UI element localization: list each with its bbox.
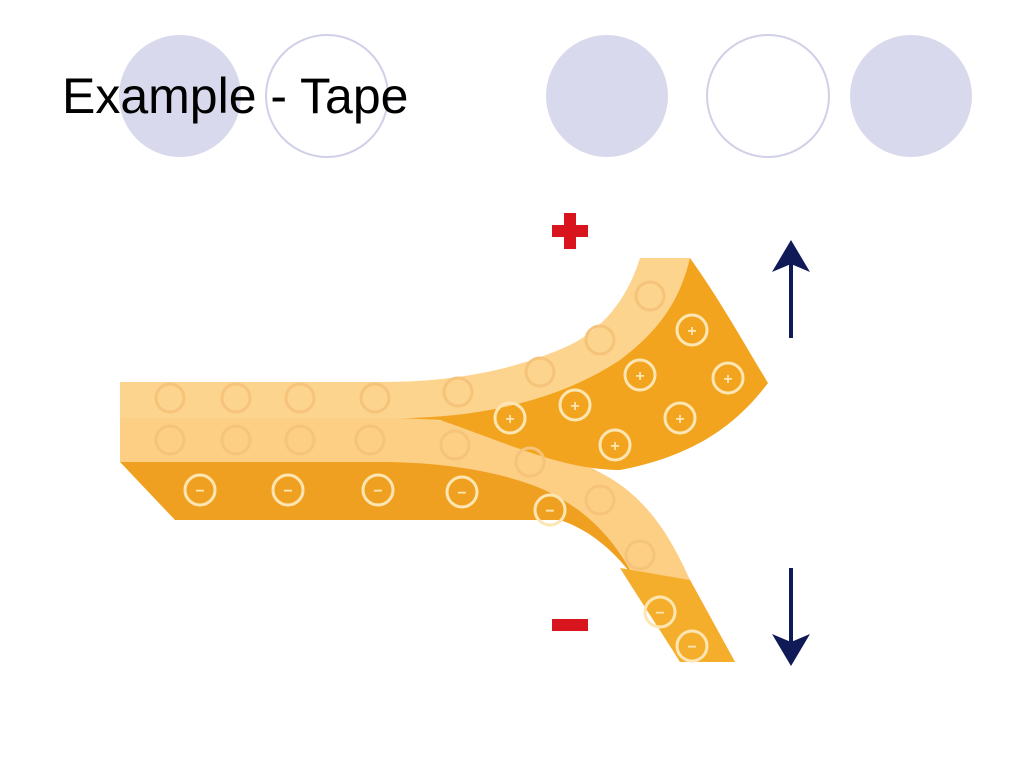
svg-text:−: − — [373, 483, 382, 500]
positive-sign-icon — [552, 213, 588, 249]
upper-tape-charges-dark — [493, 313, 745, 462]
decorative-circles — [119, 34, 972, 158]
svg-text:−: − — [195, 483, 204, 500]
deco-circle-filled-2 — [546, 35, 668, 157]
svg-text:−: − — [283, 483, 292, 500]
upper-tape-charges-light — [154, 280, 666, 414]
upper-tape-top — [120, 258, 690, 418]
deco-circle-filled-1 — [119, 35, 241, 157]
svg-text:−: − — [545, 503, 554, 520]
svg-text:+: + — [610, 438, 619, 455]
svg-text:+: + — [570, 398, 579, 415]
arrow-up-icon — [772, 240, 810, 338]
charge-glyphs: + + + + + + + − − − − − − − — [195, 323, 732, 656]
svg-text:+: + — [635, 368, 644, 385]
svg-text:−: − — [655, 605, 664, 622]
svg-text:+: + — [675, 411, 684, 428]
svg-text:+: + — [723, 371, 732, 388]
svg-text:+: + — [505, 411, 514, 428]
lower-tape-charges-dark — [183, 473, 709, 663]
svg-text:+: + — [687, 323, 696, 340]
svg-text:−: − — [687, 639, 696, 656]
deco-circle-filled-3 — [850, 35, 972, 157]
slide-title: Example - Tape — [62, 68, 409, 124]
negative-sign-icon — [552, 619, 588, 631]
deco-circle-outline-1 — [265, 34, 389, 158]
lower-tape-top — [120, 418, 690, 590]
svg-text:−: − — [457, 485, 466, 502]
lower-tape-charges-light — [154, 424, 656, 571]
arrow-down-icon — [772, 568, 810, 666]
deco-circle-outline-2 — [706, 34, 830, 158]
